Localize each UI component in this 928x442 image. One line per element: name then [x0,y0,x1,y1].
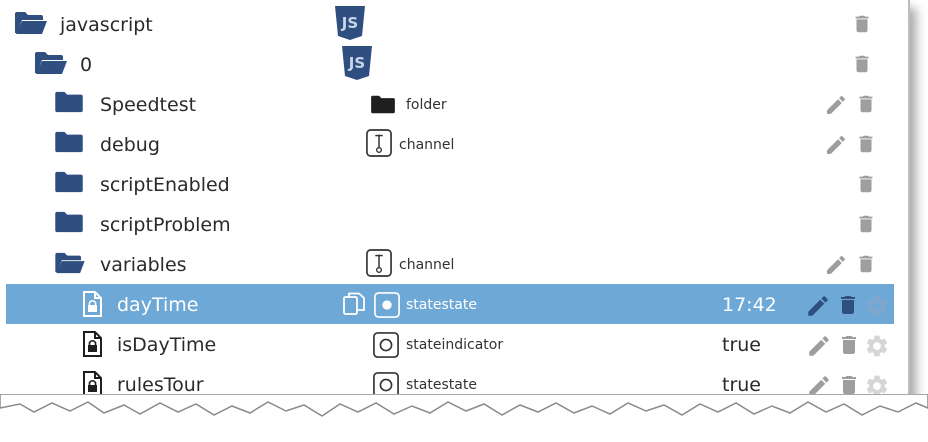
type-label: folder [406,97,447,113]
tree-row-label: rulesTour [117,374,204,396]
folder-icon[interactable] [54,171,84,193]
trash-icon[interactable] [855,93,877,115]
js-adapter-icon [341,45,373,81]
gear-icon[interactable] [864,293,890,319]
tree-row-scriptenabled[interactable]: scriptEnabled [0,164,908,204]
folder-open-icon[interactable] [54,252,86,274]
pencil-icon[interactable] [806,333,832,359]
locked-file-icon [82,331,102,357]
channel-icon [366,249,392,277]
type-label: stateindicator [406,337,504,353]
copy-icon[interactable] [343,292,365,316]
tree-row-debug[interactable]: debug channel [0,124,908,164]
channel-icon [366,129,392,157]
js-adapter-icon [334,5,366,41]
tree-row-label: variables [100,254,187,276]
pencil-icon[interactable] [824,133,848,157]
folder-icon[interactable] [54,211,84,233]
type-label: channel [399,257,455,273]
state-value[interactable]: 17:42 [722,294,777,316]
trash-icon[interactable] [851,53,873,75]
tree-row-0[interactable]: 0 [0,44,908,84]
type-label: statestate [406,297,477,313]
tree-row-javascript[interactable]: javascript [0,4,908,44]
state-value[interactable]: true [722,334,761,356]
trash-icon[interactable] [855,253,877,275]
folder-open-icon[interactable] [14,11,48,35]
tree-row-label: isDayTime [117,334,217,356]
object-tree-panel: javascript 0 Speedtest folder debug chan… [0,0,910,406]
trash-icon[interactable] [851,13,873,35]
trash-icon[interactable] [855,213,877,235]
locked-file-icon [82,291,102,317]
tree-row-scriptproblem[interactable]: scriptProblem [0,204,908,244]
state-value[interactable]: true [722,374,761,396]
tree-row-label: 0 [80,54,93,76]
state-icon [373,332,399,358]
type-label: channel [399,137,455,153]
tree-row-label: javascript [60,14,153,36]
tree-row-label: Speedtest [100,94,197,116]
folder-open-icon[interactable] [34,51,68,75]
pencil-icon[interactable] [824,253,848,277]
tree-row-label: debug [100,134,160,156]
state-icon [374,292,400,318]
folder-icon[interactable] [54,131,84,153]
tree-row-rulestour[interactable]: rulesTour statestate true [0,364,908,404]
pencil-icon[interactable] [824,93,848,117]
trash-icon[interactable] [837,333,861,357]
tree-row-label: scriptProblem [100,214,231,236]
trash-icon[interactable] [855,133,877,155]
gear-icon[interactable] [864,333,890,359]
tree-row-label: scriptEnabled [100,174,230,196]
tree-row-label: dayTime [117,294,199,316]
trash-icon[interactable] [836,293,860,317]
tree-row-isdaytime[interactable]: isDayTime stateindicator true [0,324,908,364]
trash-icon[interactable] [855,173,877,195]
folder-icon[interactable] [54,91,84,113]
type-label: statestate [406,377,477,393]
torn-edge-decoration [0,394,928,442]
pencil-icon[interactable] [805,293,831,319]
tree-row-variables[interactable]: variables channel [0,244,908,284]
folder-type-icon [370,95,396,114]
tree-row-daytime[interactable]: dayTime statestate 17:42 [6,284,894,324]
tree-row-speedtest[interactable]: Speedtest folder [0,84,908,124]
